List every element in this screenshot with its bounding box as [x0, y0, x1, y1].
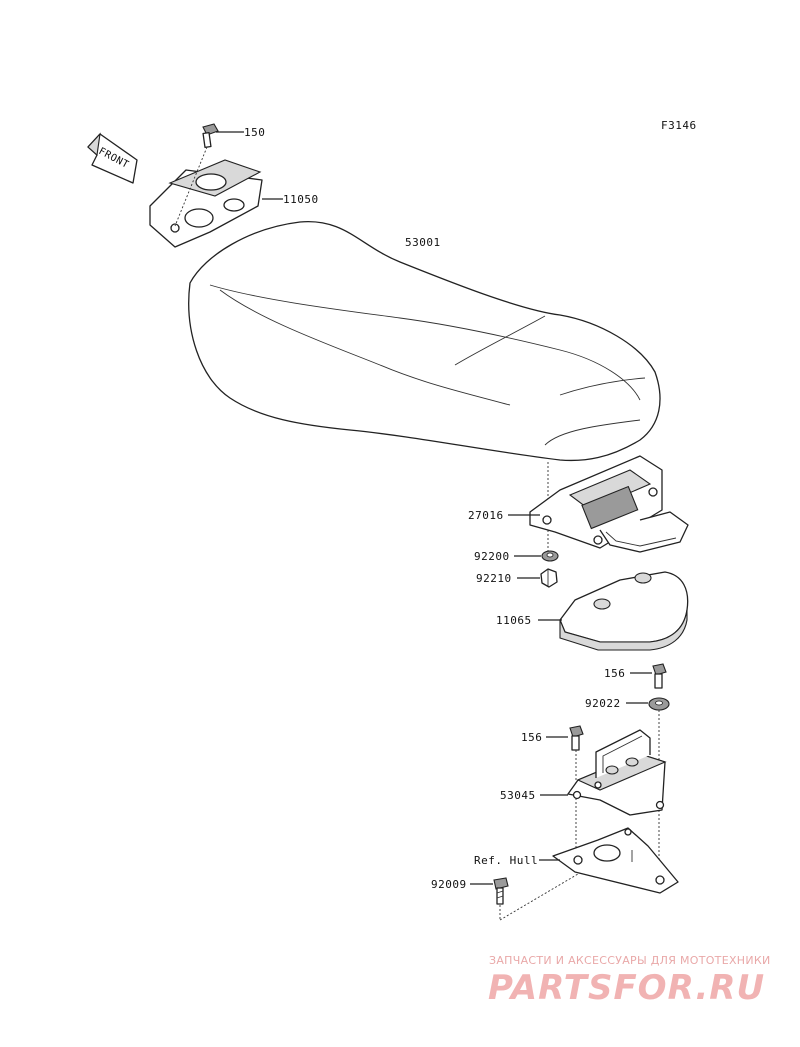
bolt-156-upper-icon	[652, 663, 667, 689]
cover-11065	[559, 571, 689, 651]
part-label-11050: 11050	[283, 193, 319, 206]
nut-92210-icon	[540, 568, 558, 588]
part-label-53001: 53001	[405, 236, 441, 249]
part-label-92022: 92022	[585, 697, 621, 710]
part-label-156-lower: 156	[521, 731, 542, 744]
part-label-92200: 92200	[474, 550, 510, 563]
bracket-11050	[149, 159, 263, 248]
front-arrow-icon: FRONT	[87, 132, 138, 184]
part-label-ref-hull: Ref. Hull	[474, 854, 538, 867]
part-label-150: 150	[244, 126, 265, 139]
bolt-150-icon	[202, 123, 219, 148]
part-label-11065: 11065	[496, 614, 532, 627]
hull-mount-plate	[552, 827, 679, 894]
washer-92022-icon	[648, 697, 670, 711]
part-label-92009: 92009	[431, 878, 467, 891]
latch-27016	[529, 455, 689, 553]
part-label-53045: 53045	[500, 789, 536, 802]
part-label-27016: 27016	[468, 509, 504, 522]
seat-53001	[188, 221, 661, 462]
washer-92200-icon	[541, 550, 559, 562]
watermark-caption: ЗАПЧАСТИ И АКСЕССУАРЫ ДЛЯ МОТОТЕХНИКИ	[489, 954, 771, 967]
bracket-53045	[567, 729, 667, 816]
screw-92009-icon	[493, 877, 509, 905]
part-label-156-upper: 156	[604, 667, 625, 680]
watermark-logo: PARTSFOR.RU	[488, 968, 766, 1008]
figure-code: F3146	[661, 119, 697, 132]
part-label-92210: 92210	[476, 572, 512, 585]
bolt-156-lower-icon	[569, 725, 584, 751]
